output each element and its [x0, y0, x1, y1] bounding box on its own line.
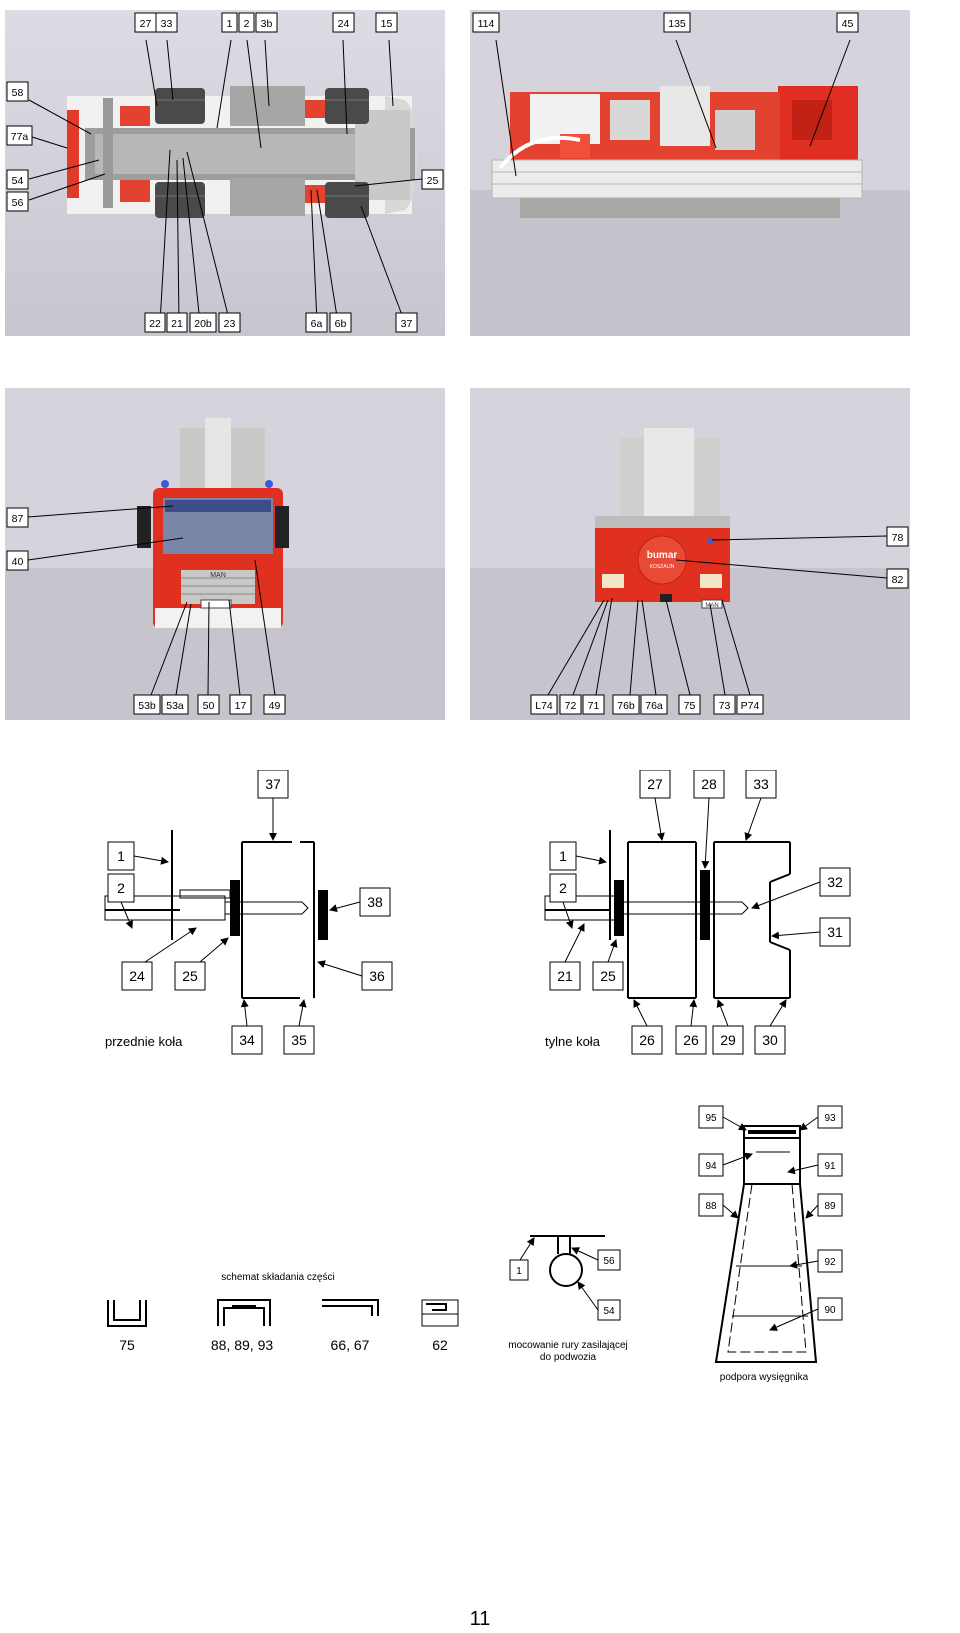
front-label-1: 1: [117, 848, 125, 864]
pipe-caption-line2: do podwozia: [540, 1352, 597, 1363]
label-15: 15: [381, 18, 393, 30]
label-50: 50: [203, 700, 215, 712]
label-114: 114: [478, 18, 495, 30]
label-135: 135: [668, 18, 686, 30]
grille-brand: MAN: [210, 572, 226, 579]
rear-label-26a: 26: [639, 1032, 655, 1048]
label-2: 2: [244, 18, 250, 30]
label-23: 23: [224, 318, 236, 330]
photo-top-view: 27 33 1 2 3b 24 15 58 77a 54 56 22 21 20…: [5, 10, 445, 336]
rear-wheel-caption: tylne koła: [545, 1034, 601, 1049]
boom-label-89: 89: [824, 1201, 836, 1212]
label-3b: 3b: [261, 18, 273, 30]
front-wheel-caption: przednie koła: [105, 1034, 183, 1049]
boom-label-92: 92: [824, 1257, 836, 1268]
front-label-38: 38: [367, 894, 383, 910]
label-76b: 76b: [617, 700, 635, 712]
front-label-2: 2: [117, 880, 125, 896]
photo-rear-view: bumar KOSZALIN MAN 78 82 L74 72 71 76b: [470, 388, 910, 720]
assembly-item-75: 75: [119, 1337, 135, 1353]
label-33: 33: [161, 18, 173, 30]
label-P74: P74: [741, 700, 760, 712]
diagram-area: 37 1 2 38 24 25 36 34 35 przednie koła: [0, 770, 960, 1410]
rear-label-31: 31: [827, 924, 843, 940]
rear-label-26b: 26: [683, 1032, 699, 1048]
pipe-caption-line1: mocowanie rury zasilającej: [508, 1340, 628, 1351]
label-6a: 6a: [311, 318, 323, 330]
label-54: 54: [12, 175, 24, 187]
label-49: 49: [269, 700, 281, 712]
label-45: 45: [842, 18, 854, 30]
boom-label-90: 90: [824, 1305, 836, 1316]
page-number: 11: [469, 1608, 491, 1630]
rear-sign-bumar: bumar: [647, 550, 678, 561]
label-78: 78: [892, 532, 904, 544]
pipe-label-1: 1: [516, 1266, 522, 1277]
label-82: 82: [892, 574, 904, 586]
rear-label-2: 2: [559, 880, 567, 896]
assembly-item-66-67: 66, 67: [331, 1337, 370, 1353]
label-75: 75: [684, 700, 696, 712]
rear-sign-koszalin: KOSZALIN: [650, 564, 675, 570]
label-53a: 53a: [166, 700, 184, 712]
label-77a: 77a: [11, 131, 29, 143]
assembly-item-88-89-93: 88, 89, 93: [211, 1337, 273, 1353]
rear-label-30: 30: [762, 1032, 778, 1048]
label-71: 71: [588, 700, 600, 712]
boom-label-91: 91: [824, 1161, 836, 1172]
front-label-25: 25: [182, 968, 198, 984]
label-53b: 53b: [138, 700, 156, 712]
rear-label-33: 33: [753, 776, 769, 792]
rear-label-32: 32: [827, 874, 843, 890]
front-wheel-diagram: 37 1 2 38 24 25 36 34 35 przednie koła: [104, 770, 393, 1055]
label-27: 27: [140, 18, 152, 30]
label-87: 87: [12, 513, 24, 525]
label-73: 73: [719, 700, 731, 712]
rear-label-27: 27: [647, 776, 663, 792]
assembly-item-62: 62: [432, 1337, 448, 1353]
label-17: 17: [235, 700, 247, 712]
label-56: 56: [12, 197, 24, 209]
boom-support-diagram: 95 93 94 91 88 89 92 90 podpora wysięgni…: [698, 1105, 843, 1383]
label-21: 21: [171, 318, 183, 330]
pipe-mount-diagram: 1 56 54 mocowanie rury zasilającej do po…: [508, 1235, 628, 1363]
rear-brand: MAN: [705, 603, 718, 609]
label-25: 25: [427, 175, 439, 187]
boom-caption: podpora wysięgnika: [720, 1372, 809, 1383]
front-label-35: 35: [291, 1032, 307, 1048]
label-20b: 20b: [194, 318, 212, 330]
photo-front-view: MAN 87 40 53b 53a 50 17 49: [5, 388, 445, 720]
label-58: 58: [12, 87, 24, 99]
pipe-label-54: 54: [603, 1306, 615, 1317]
assembly-schema: schemat składania części 75 88, 89, 93 6…: [107, 1272, 459, 1353]
label-1: 1: [227, 18, 233, 30]
label-76a: 76a: [645, 700, 663, 712]
label-24: 24: [338, 18, 350, 30]
rear-label-21: 21: [557, 968, 573, 984]
boom-label-88: 88: [705, 1201, 717, 1212]
rear-label-25: 25: [600, 968, 616, 984]
photo-side-view: 114 135 45: [470, 10, 910, 336]
label-37: 37: [401, 318, 413, 330]
pipe-label-56: 56: [603, 1256, 615, 1267]
label-L74: L74: [535, 700, 553, 712]
rear-label-1: 1: [559, 848, 567, 864]
boom-label-93: 93: [824, 1113, 836, 1124]
label-40: 40: [12, 556, 24, 568]
front-label-37: 37: [265, 776, 281, 792]
front-label-36: 36: [369, 968, 385, 984]
assembly-title: schemat składania części: [221, 1272, 334, 1283]
label-6b: 6b: [335, 318, 347, 330]
label-22: 22: [149, 318, 161, 330]
rear-label-28: 28: [701, 776, 717, 792]
boom-label-95: 95: [705, 1113, 717, 1124]
front-label-24: 24: [129, 968, 145, 984]
rear-label-29: 29: [720, 1032, 736, 1048]
label-72: 72: [565, 700, 577, 712]
rear-wheel-diagram: 27 28 33 1 2 32 31 21 25 26 26 29 30 tyl…: [544, 770, 851, 1055]
front-label-34: 34: [239, 1032, 255, 1048]
boom-label-94: 94: [705, 1161, 717, 1172]
